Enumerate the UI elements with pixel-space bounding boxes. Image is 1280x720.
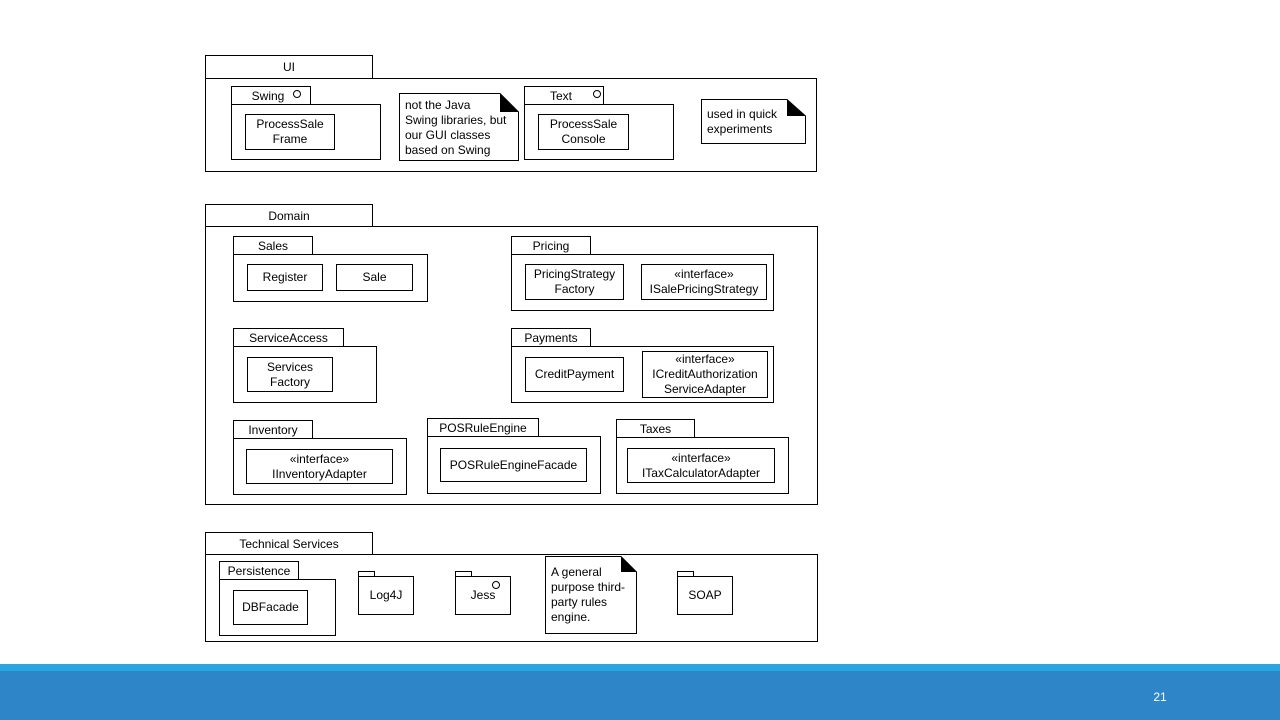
class-label-db-facade: DBFacade	[242, 600, 299, 614]
package-label-sales: Sales	[257, 238, 289, 253]
note-jess: A general purpose third- party rules eng…	[551, 565, 626, 624]
note-text: used in quick experiments	[707, 107, 778, 136]
note-shape-swing	[399, 93, 519, 161]
package-tab-ui: UI	[205, 55, 373, 79]
package-label-log4j: Log4J	[369, 588, 403, 602]
package-label-persistence: Persistence	[227, 563, 291, 578]
package-tab-service-access: ServiceAccess	[233, 328, 344, 347]
class-label-process-sale-frame: ProcessSale Frame	[256, 117, 324, 146]
package-label-domain: Domain	[268, 208, 310, 223]
package-log4j: Log4J	[358, 576, 414, 615]
package-tab-swing: Swing	[231, 86, 311, 105]
package-tab-payments: Payments	[511, 328, 591, 347]
class-db-facade: DBFacade	[233, 590, 308, 625]
package-label-service-access: ServiceAccess	[249, 330, 328, 345]
package-tab-domain: Domain	[205, 204, 373, 227]
package-tab-taxes: Taxes	[616, 419, 695, 438]
footer-bar	[0, 664, 1280, 720]
package-label-pricing: Pricing	[532, 238, 570, 253]
class-itax-calculator-adapter: «interface» ITaxCalculatorAdapter	[627, 448, 775, 483]
class-services-factory: Services Factory	[247, 357, 333, 392]
note-shape-text	[701, 99, 806, 144]
class-iinventory-adapter: «interface» IInventoryAdapter	[246, 449, 393, 484]
package-tab-inventory: Inventory	[233, 420, 313, 439]
package-label-ui: UI	[283, 60, 295, 74]
class-sale: Sale	[336, 264, 413, 291]
package-label-swing: Swing	[251, 88, 285, 103]
note-swing: not the Java Swing libraries, but our GU…	[405, 98, 507, 157]
class-label-services-factory: Services Factory	[266, 359, 313, 389]
class-label-icredit-authorization-service-adapter: «interface» ICreditAuthorization Service…	[652, 352, 758, 396]
package-label-payments: Payments	[524, 330, 578, 345]
class-label-process-sale-console: ProcessSale Console	[549, 117, 618, 146]
package-label-pos-rule-engine: POSRuleEngine	[439, 420, 527, 435]
package-label-jess: Jess	[470, 588, 496, 602]
class-label-iinventory-adapter: «interface» IInventoryAdapter	[272, 451, 367, 481]
package-label-taxes: Taxes	[639, 421, 672, 436]
class-credit-payment: CreditPayment	[525, 357, 624, 392]
footer-accent-strip	[0, 664, 1280, 671]
package-label-text: Text	[549, 88, 572, 103]
class-label-itax-calculator-adapter: «interface» ITaxCalculatorAdapter	[641, 450, 761, 480]
package-jess: Jess	[455, 576, 511, 615]
package-tab-technical-services: Technical Services	[205, 532, 373, 555]
package-tab-sales: Sales	[233, 236, 313, 255]
class-pricing-strategy-factory: PricingStrategy Factory	[525, 264, 624, 300]
package-label-technical-services: Technical Services	[239, 536, 339, 551]
package-label-inventory: Inventory	[248, 422, 298, 437]
note-shape-jess	[545, 556, 637, 634]
package-soap: SOAP	[677, 576, 733, 615]
interface-lollipop-icon	[492, 581, 500, 589]
class-register: Register	[247, 264, 323, 291]
class-label-pricing-strategy-factory: PricingStrategy Factory	[533, 267, 616, 296]
package-tab-pricing: Pricing	[511, 236, 591, 255]
class-pos-rule-engine-facade: POSRuleEngineFacade	[440, 448, 587, 482]
class-isale-pricing-strategy: «interface» ISalePricingStrategy	[641, 264, 767, 300]
package-label-soap: SOAP	[688, 588, 722, 602]
interface-lollipop-icon	[593, 90, 601, 98]
class-label-register: Register	[262, 270, 308, 284]
class-label-sale: Sale	[362, 270, 387, 284]
package-tab-persistence: Persistence	[219, 561, 299, 580]
package-tab-pos-rule-engine: POSRuleEngine	[427, 418, 539, 437]
class-label-isale-pricing-strategy: «interface» ISalePricingStrategy	[649, 267, 759, 296]
slide-number: 21	[1153, 690, 1167, 704]
class-process-sale-console: ProcessSale Console	[538, 114, 629, 150]
class-label-credit-payment: CreditPayment	[534, 367, 615, 381]
class-label-pos-rule-engine-facade: POSRuleEngineFacade	[449, 457, 578, 472]
class-process-sale-frame: ProcessSale Frame	[245, 114, 335, 150]
interface-lollipop-icon	[293, 90, 301, 98]
class-icredit-authorization-service-adapter: «interface» ICreditAuthorization Service…	[642, 351, 768, 398]
